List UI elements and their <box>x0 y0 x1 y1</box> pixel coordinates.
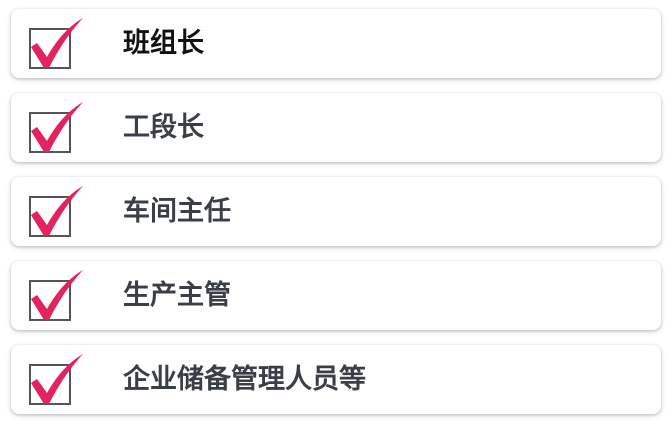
list-item-label: 工段长 <box>123 112 204 143</box>
list-item[interactable]: 生产主管 <box>11 261 661 330</box>
list-item[interactable]: 班组长 <box>11 9 661 78</box>
checkbox-checked-icon[interactable] <box>27 15 87 71</box>
list-item[interactable]: 车间主任 <box>11 177 661 246</box>
list-item-label: 班组长 <box>123 28 204 59</box>
list-item[interactable]: 工段长 <box>11 93 661 162</box>
checkbox-checked-icon[interactable] <box>27 99 87 155</box>
target-audience-list: 班组长 工段长 车间主任 生产主管 <box>11 9 661 429</box>
checkbox-checked-icon[interactable] <box>27 183 87 239</box>
list-item-label: 生产主管 <box>123 280 231 311</box>
list-item[interactable]: 企业储备管理人员等 <box>11 345 661 414</box>
checkbox-checked-icon[interactable] <box>27 351 87 407</box>
list-item-label: 车间主任 <box>123 196 231 227</box>
list-item-label: 企业储备管理人员等 <box>123 364 366 395</box>
checkbox-checked-icon[interactable] <box>27 267 87 323</box>
